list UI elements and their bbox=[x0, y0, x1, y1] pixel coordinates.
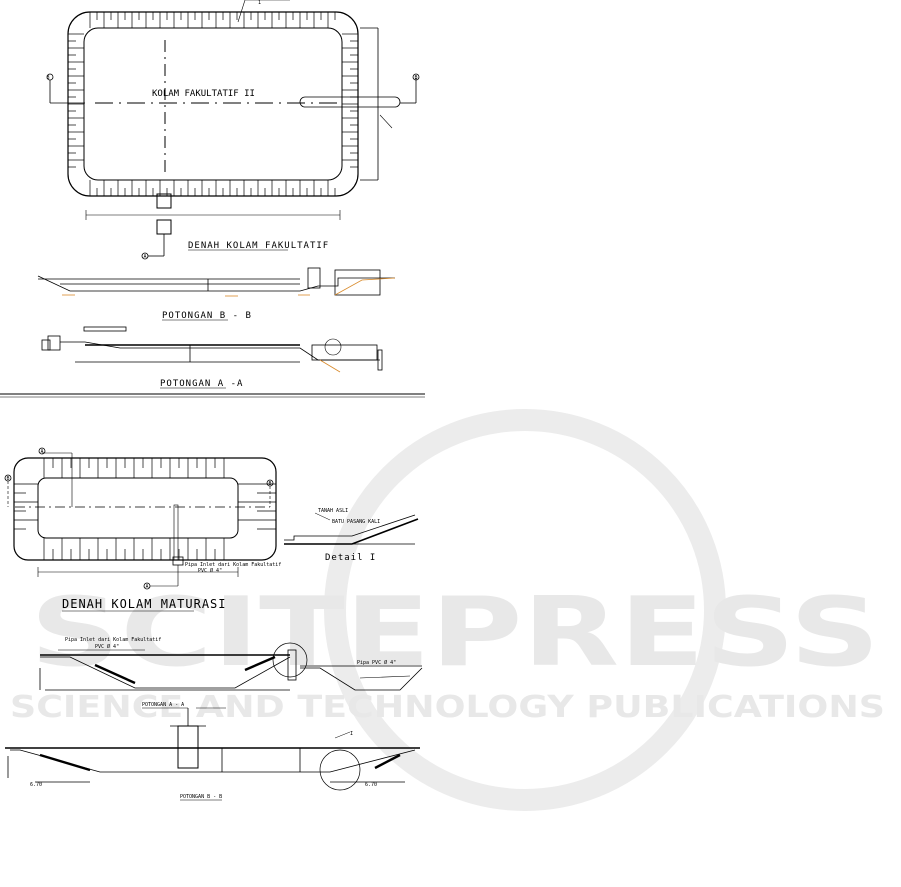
watermark-ring bbox=[324, 409, 726, 811]
callout-i-label: I bbox=[350, 731, 353, 737]
pond-inner-outline bbox=[83, 27, 343, 181]
facultative-plan bbox=[46, 0, 420, 260]
section-b-b-top bbox=[37, 267, 396, 297]
detail-i bbox=[284, 512, 419, 545]
plan-title-maturation: DENAH KOLAM MATURASI bbox=[62, 597, 227, 611]
inlet-pipe bbox=[299, 96, 401, 108]
pipe-note-plan: Pipa Inlet dari Kolam Fakultatif bbox=[185, 562, 281, 568]
pond-outer-outline bbox=[67, 11, 359, 197]
watermark-main-text: SCITEPRESS bbox=[30, 578, 880, 688]
section-marker-bottom bbox=[141, 252, 149, 260]
dim-left-label: 6.70 bbox=[30, 782, 42, 788]
maturation-inner-outline bbox=[37, 477, 239, 539]
marker-bottom-label: A bbox=[143, 254, 146, 260]
maturation-plan bbox=[4, 447, 277, 590]
marker-b-right-label: B bbox=[268, 481, 271, 487]
pvc-note-plan: PVC Ø 4" bbox=[198, 567, 222, 574]
marker-a-bottom-label: A bbox=[145, 584, 148, 590]
section-b-title-top: POTONGAN B - B bbox=[162, 311, 252, 321]
detail-title: Detail I bbox=[325, 553, 376, 563]
marker-right-label: B bbox=[414, 75, 417, 81]
section-marker-right bbox=[412, 73, 420, 81]
marker-b-left-label: B bbox=[6, 476, 9, 482]
watermark: SCITEPRESS SCIENCE AND TECHNOLOGY PUBLIC… bbox=[10, 409, 885, 811]
marker-a-top-label: A bbox=[40, 449, 43, 455]
outlet-box-1 bbox=[156, 193, 172, 209]
plan-title-facultative: DENAH KOLAM FAKULTATIF bbox=[188, 241, 329, 251]
callout-top-label: 1 bbox=[258, 0, 261, 6]
section-a-a-bottom bbox=[39, 642, 423, 691]
pipe-note-section: Pipa Inlet dari Kolam Fakultatif bbox=[65, 637, 161, 643]
section-marker-left bbox=[46, 73, 54, 81]
section-a-title-bottom: POTONGAN A - A bbox=[142, 702, 184, 708]
dim-right-label: 6.70 bbox=[365, 782, 377, 788]
detail-label-tanah-asli: TANAH ASLI bbox=[318, 508, 348, 514]
section-a-a-top bbox=[41, 326, 383, 373]
maturation-outer-outline bbox=[13, 457, 277, 561]
watermark-sub-text: SCIENCE AND TECHNOLOGY PUBLICATIONS bbox=[10, 690, 885, 725]
pvc-pipe-note: Pipa PVC Ø 4" bbox=[357, 659, 396, 666]
section-b-title-bottom: POTONGAN B - B bbox=[180, 794, 222, 800]
pond-label: KOLAM FAKULTATIF II bbox=[152, 89, 255, 99]
marker-left-label: B bbox=[46, 75, 49, 81]
section-a-title-top: POTONGAN A -A bbox=[160, 379, 243, 389]
slope-hatching bbox=[68, 12, 358, 196]
detail-label-batu: BATU PASANG KALI bbox=[332, 519, 380, 525]
pvc-note-section: PVC Ø 4" bbox=[95, 643, 119, 650]
outlet-box-2 bbox=[156, 219, 172, 235]
section-b-b-bottom bbox=[5, 707, 420, 791]
